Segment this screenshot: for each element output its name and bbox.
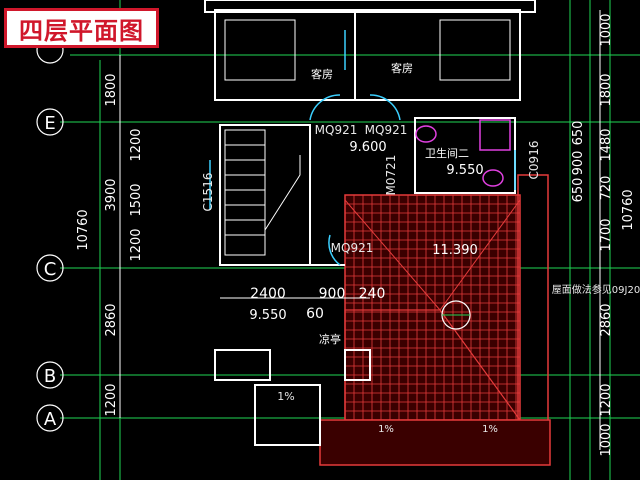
dim-left-1200b: 1200 [129, 228, 144, 261]
dim-right-1700: 1700 [599, 218, 614, 251]
level-9550-b: 9.550 [249, 308, 286, 323]
walls [204, 0, 536, 446]
dim-right-1800: 1800 [599, 73, 614, 106]
level-9550-a: 9.550 [446, 163, 483, 178]
room-guest-2: 客房 [391, 61, 413, 75]
dim-900: 900 [319, 286, 346, 302]
note-roof-reference: 屋面做法参见09J20 [552, 283, 640, 296]
dim-left-2860: 2860 [104, 303, 119, 336]
door-mq921-2: MQ921 [365, 123, 408, 137]
dim-left-1200c: 1200 [104, 383, 119, 416]
dim-right-900: 900 [571, 151, 586, 176]
title-banner: 四层平面图 [4, 8, 159, 48]
door-mq921-1: MQ921 [315, 123, 358, 137]
dim-right-1000: 1000 [599, 13, 614, 46]
dim-left-10760: 10760 [76, 209, 91, 250]
dim-right-650a: 650 [571, 121, 586, 146]
dim-right-10760: 10760 [621, 189, 636, 230]
room-guest-1: 客房 [311, 67, 333, 81]
dim-right-1200: 1200 [599, 383, 614, 416]
door-window-marks [209, 30, 516, 266]
door-mq921-3: MQ921 [331, 241, 374, 255]
axis-label-b: B [44, 366, 56, 387]
dim-right-2860: 2860 [599, 303, 614, 336]
note-slope-2: 1% [378, 424, 394, 435]
dim-240: 240 [359, 286, 386, 302]
axis-label-e: E [44, 113, 55, 134]
drawing-title: 四层平面图 [19, 16, 144, 45]
roof-center-symbol [441, 300, 471, 330]
dim-left-1500: 1500 [129, 183, 144, 216]
roof-area [319, 174, 551, 466]
window-c0916: C0916 [527, 141, 541, 180]
beds [224, 19, 511, 81]
axis-label-c: C [44, 259, 57, 280]
note-slope-1: 1% [277, 390, 294, 403]
axis-label-a: A [44, 409, 57, 430]
level-11390: 11.390 [432, 243, 478, 258]
stair [224, 129, 301, 256]
dim-ticks [119, 10, 601, 450]
door-m0721: M0721 [384, 155, 398, 196]
level-9600: 9.600 [349, 140, 386, 155]
sanitary-fixtures [415, 119, 511, 187]
dim-right-1000b: 1000 [599, 423, 614, 456]
window-c1516: C1516 [201, 173, 215, 212]
dim-right-720: 720 [599, 176, 614, 201]
dim-left-1200a: 1200 [129, 128, 144, 161]
axis-bubbles [36, 36, 64, 432]
dim-left-3900: 3900 [104, 178, 119, 211]
room-bath-2: 卫生间二 [425, 146, 469, 160]
dim-right-650b: 650 [571, 178, 586, 203]
dim-right-1480: 1480 [599, 128, 614, 161]
note-slope-3: 1% [482, 424, 498, 435]
dim-left-1800: 1800 [104, 73, 119, 106]
room-terrace: 凉亭 [319, 332, 341, 346]
dim-60: 60 [306, 306, 324, 322]
dim-2400: 2400 [250, 286, 286, 302]
